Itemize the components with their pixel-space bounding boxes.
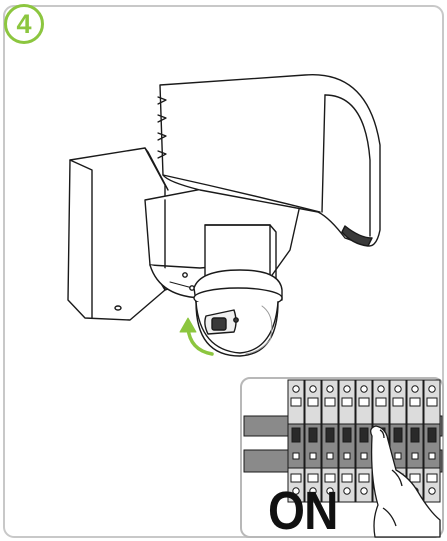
- breaker-window-bottom: [359, 474, 369, 482]
- breaker-bottom: [339, 468, 355, 502]
- breaker-toggle: [292, 428, 300, 442]
- breaker-indicator: [327, 453, 333, 459]
- breaker-window-top: [410, 398, 420, 406]
- breaker-window-bottom: [342, 474, 352, 482]
- breaker-screw-top: [395, 386, 401, 392]
- breaker-module: [356, 380, 372, 502]
- breaker-screw-top: [344, 386, 350, 392]
- breaker-toggle: [343, 428, 351, 442]
- breaker-indicator: [361, 453, 367, 459]
- breaker-bottom: [424, 468, 440, 502]
- breaker-module: [339, 380, 355, 502]
- breaker-window-top: [359, 398, 369, 406]
- breaker-screw-top: [378, 386, 384, 392]
- breaker-toggle: [411, 428, 419, 442]
- breaker-window-top: [308, 398, 318, 406]
- breaker-bottom: [356, 468, 372, 502]
- breaker-toggle: [394, 428, 402, 442]
- step-number-badge: 4: [4, 4, 44, 44]
- breaker-screw-bottom: [344, 488, 350, 494]
- breaker-indicator: [310, 453, 316, 459]
- breaker-window-top: [376, 398, 386, 406]
- breaker-window-bottom: [427, 474, 437, 482]
- switch-on-label: ON: [268, 484, 338, 538]
- breaker-indicator: [429, 453, 435, 459]
- breaker-indicator: [412, 453, 418, 459]
- breaker-module: [424, 380, 440, 502]
- breaker-screw-top: [361, 386, 367, 392]
- breaker-indicator: [344, 453, 350, 459]
- breaker-toggle: [326, 428, 334, 442]
- breaker-screw-bottom: [361, 488, 367, 494]
- breaker-indicator: [293, 453, 299, 459]
- breaker-toggle: [309, 428, 317, 442]
- breaker-window-top: [342, 398, 352, 406]
- breaker-screw-top: [412, 386, 418, 392]
- breaker-screw-top: [429, 386, 435, 392]
- breaker-screw-top: [293, 386, 299, 392]
- breaker-toggle: [360, 428, 368, 442]
- breaker-screw-bottom: [429, 488, 435, 494]
- breaker-window-top: [393, 398, 403, 406]
- breaker-screw-top: [310, 386, 316, 392]
- breaker-window-top: [291, 398, 301, 406]
- breaker-screw-top: [327, 386, 333, 392]
- breaker-indicator: [395, 453, 401, 459]
- breaker-window-bottom: [410, 474, 420, 482]
- breaker-toggle: [428, 428, 436, 442]
- breaker-window-top: [427, 398, 437, 406]
- breaker-window-top: [325, 398, 335, 406]
